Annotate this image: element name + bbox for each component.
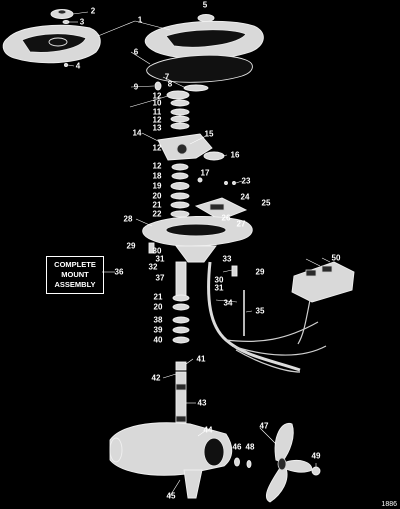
callout-30b: 30 (215, 276, 224, 285)
callout-40: 40 (154, 336, 163, 345)
callout-47: 47 (260, 422, 269, 431)
cable-wire-a (225, 321, 319, 342)
callout-48: 48 (246, 443, 255, 452)
callout-labels: 1 2 3 4 5 6 7 8 9 10 11 12 12 13 14 15 1… (76, 1, 341, 501)
callout-36: 36 (115, 268, 124, 277)
callout-46: 46 (233, 443, 242, 452)
callout-9: 9 (134, 83, 139, 92)
callout-19: 19 (153, 182, 162, 191)
top-cover-part (2, 24, 101, 64)
callout-26: 26 (222, 214, 231, 223)
callout-20b: 20 (154, 303, 163, 312)
control-board (194, 177, 248, 221)
callout-14: 14 (133, 129, 142, 138)
mount-box-line-1: COMPLETE (54, 260, 96, 269)
callout-33: 33 (223, 255, 232, 264)
callout-42: 42 (152, 374, 161, 383)
motor-housing (109, 422, 233, 499)
callout-35: 35 (256, 307, 265, 316)
steering-mechanism (157, 133, 225, 161)
callout-37: 37 (156, 274, 165, 283)
callout-18: 18 (153, 172, 162, 181)
callout-30: 30 (153, 247, 162, 256)
washer-stack-lower (170, 163, 190, 218)
callout-45: 45 (167, 492, 176, 501)
propeller (266, 422, 313, 503)
callout-27: 27 (237, 220, 246, 229)
callout-31b: 31 (215, 284, 224, 293)
callout-49: 49 (312, 452, 321, 461)
washer-48 (246, 460, 252, 468)
callout-22: 22 (153, 210, 162, 219)
callout-25: 25 (262, 199, 271, 208)
callout-12c: 12 (153, 162, 162, 171)
callout-leaders (67, 11, 331, 497)
callout-34: 34 (224, 299, 233, 308)
mount-box-line-3: ASSEMBLY (54, 280, 96, 289)
callout-2: 2 (91, 7, 96, 16)
figure-reference-number: 1886 (381, 501, 397, 508)
mount-box-line-2: MOUNT (61, 270, 89, 279)
callout-13: 13 (153, 124, 162, 133)
callout-21: 21 (153, 201, 162, 210)
knob-part (50, 9, 74, 25)
clip-part-left (148, 242, 155, 254)
base-housing (142, 215, 253, 263)
washer-46 (234, 457, 240, 467)
callout-23: 23 (242, 177, 251, 186)
battery-module (291, 261, 355, 345)
callout-20: 20 (153, 192, 162, 201)
retainer-part (166, 90, 190, 100)
callout-10: 10 (153, 99, 162, 108)
callout-12d: 12 (153, 144, 162, 153)
cable-wire-b (231, 345, 327, 356)
callout-32: 32 (149, 263, 158, 272)
screw-part (63, 62, 69, 68)
callout-12: 12 (153, 116, 162, 125)
pin-part (154, 81, 162, 91)
callout-38: 38 (154, 316, 163, 325)
callout-29b: 29 (256, 268, 265, 277)
prop-nut (311, 466, 321, 476)
head-cover-part (144, 14, 264, 60)
clip-part-right (231, 265, 238, 277)
callout-24: 24 (241, 193, 250, 202)
callout-16: 16 (231, 151, 240, 160)
callout-1: 1 (138, 16, 143, 25)
callout-7: 7 (165, 73, 170, 82)
callout-4: 4 (76, 62, 81, 71)
callout-39: 39 (154, 326, 163, 335)
callout-8: 8 (168, 80, 173, 89)
ring-part (183, 84, 209, 92)
callout-44: 44 (204, 426, 213, 435)
gasket-part (146, 54, 253, 83)
callout-15: 15 (205, 130, 214, 139)
callout-50: 50 (332, 254, 341, 263)
callout-31: 31 (156, 255, 165, 264)
callout-3: 3 (80, 18, 85, 27)
complete-mount-assembly-box: COMPLETE MOUNT ASSEMBLY (46, 256, 104, 294)
cable-wire-c (235, 349, 301, 373)
callout-29: 29 (127, 242, 136, 251)
callout-43: 43 (198, 399, 207, 408)
callout-17: 17 (201, 169, 210, 178)
callout-28: 28 (124, 215, 133, 224)
callout-6: 6 (134, 48, 139, 57)
callout-5: 5 (203, 1, 208, 10)
washer-stack (170, 99, 190, 130)
callout-21b: 21 (154, 293, 163, 302)
callout-41: 41 (197, 355, 206, 364)
callout-12b: 12 (153, 92, 162, 101)
callout-11: 11 (153, 108, 162, 117)
